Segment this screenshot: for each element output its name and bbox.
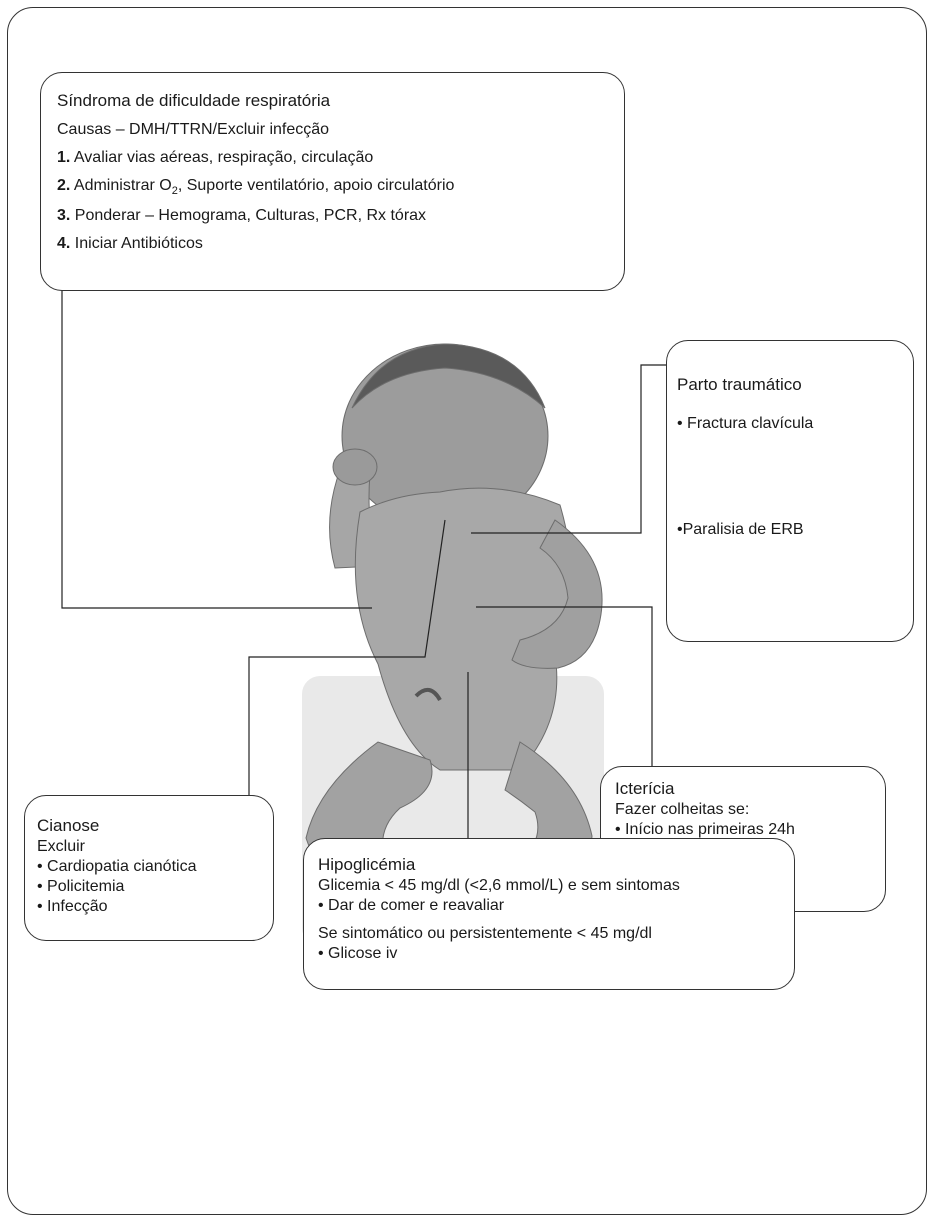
cianose-title: Cianose [37,816,273,836]
resp-step-1: 1. Avaliar vias aéreas, respiração, circ… [57,149,624,167]
card-cianose: Cianose Excluir • Cardiopatia cianótica … [24,795,274,941]
cianose-item-2: • Policitemia [37,878,273,896]
resp-step-3: 3. Ponderar – Hemograma, Culturas, PCR, … [57,207,624,225]
ictericia-sub: Fazer colheitas se: [615,801,885,819]
parto-title: Parto traumático [677,375,913,395]
resp-step-4: 4. Iniciar Antibióticos [57,235,624,253]
resp-causes: Causas – DMH/TTRN/Excluir infecção [57,121,624,139]
hipo-line-3: Se sintomático ou persistentemente < 45 … [318,925,794,943]
cianose-sub: Excluir [37,838,273,856]
hipo-line-4: • Glicose iv [318,945,794,963]
ictericia-item-1: • Início nas primeiras 24h [615,821,885,839]
parto-item-erb: •Paralisia de ERB [677,521,913,539]
cianose-item-3: • Infecção [37,898,273,916]
card-hipoglicemia: Hipoglicémia Glicemia < 45 mg/dl (<2,6 m… [303,838,795,990]
card-respiratory-distress: Síndroma de dificuldade respiratória Cau… [40,72,625,291]
ictericia-title: Icterícia [615,779,885,799]
card-parto-traumatico: Parto traumático • Fractura clavícula •P… [666,340,914,642]
cianose-item-1: • Cardiopatia cianótica [37,858,273,876]
resp-step-2: 2. Administrar O2, Suporte ventilatório,… [57,177,624,197]
hipo-line-2: • Dar de comer e reavaliar [318,897,794,915]
parto-item-clavicula: • Fractura clavícula [677,415,913,433]
hipo-title: Hipoglicémia [318,855,794,875]
hipo-line-1: Glicemia < 45 mg/dl (<2,6 mmol/L) e sem … [318,877,794,895]
resp-title: Síndroma de dificuldade respiratória [57,91,624,111]
baby-left-fist [333,449,377,485]
